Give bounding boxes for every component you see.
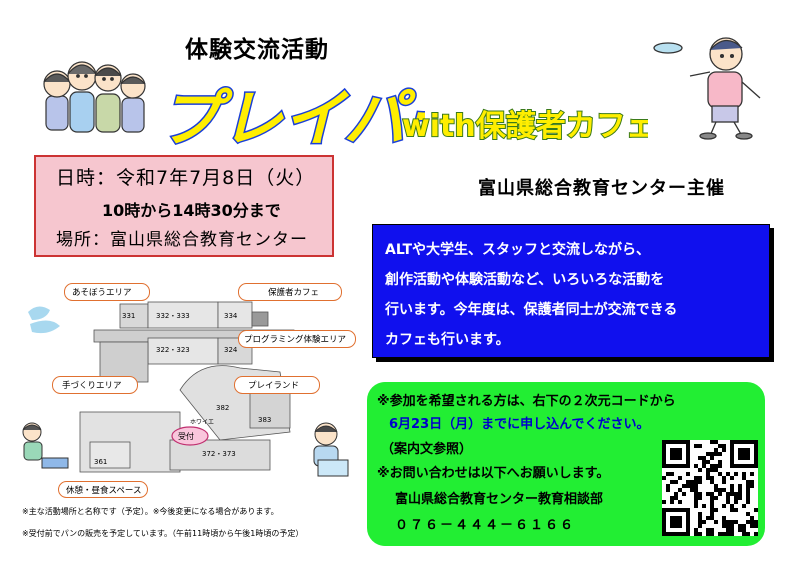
- decor-puddle: [30, 320, 60, 334]
- description-box: ALTや大学生、スタッフと交流しながら、 創作活動や体験活動など、いろいろな活動…: [372, 224, 770, 358]
- room-334: 334: [224, 312, 238, 320]
- room-332-333: 332・333: [156, 312, 190, 320]
- callout-asobou-text: あそぼうエリア: [72, 288, 132, 298]
- qr-code-icon[interactable]: [662, 440, 758, 536]
- room-382: 382: [216, 404, 229, 412]
- room-372-373: 372・373: [202, 450, 236, 458]
- callout-handmade-area: 手づくりエリア: [52, 376, 138, 396]
- application-reference: （案内文参照）: [381, 442, 473, 457]
- room-383: 383: [258, 416, 271, 424]
- callout-programming-text: プログラミング体験エリア: [244, 335, 347, 345]
- description-line: ALTや大学生、スタッフと交流しながら、: [385, 242, 650, 258]
- event-title-text: プレイパーク: [159, 82, 425, 155]
- description-line: カフェも行います。: [385, 332, 510, 348]
- event-title: プレイパーク: [158, 81, 426, 157]
- decor-puddle: [28, 306, 50, 320]
- callout-rest-space: 休憩・昼食スペース: [58, 481, 148, 499]
- footnote-bread: ※受付前でパンの販売を予定しています。（午前11時頃から午後1時頃の予定）: [22, 529, 304, 538]
- contact-department: 富山県総合教育センター教育相談部: [395, 492, 604, 507]
- event-info-box: 日時：令和7年7月8日（火） 10時から14時30分まで 場所：富山県総合教育セ…: [34, 155, 334, 257]
- room-324: 324: [224, 346, 238, 354]
- callout-asobou-area: あそぼうエリア: [64, 283, 150, 303]
- reception-marker: [171, 426, 209, 446]
- inquiry-note: ※お問い合わせは以下へお願いします。: [377, 466, 610, 481]
- callout-cafe-text: 保護者カフェ: [268, 288, 320, 298]
- room-322-323: 322・323: [156, 346, 190, 354]
- callout-parent-cafe: 保護者カフェ: [238, 283, 342, 303]
- event-title-with: with保護者カフェ: [401, 108, 648, 145]
- event-subtitle: 体験交流活動: [185, 37, 329, 63]
- event-date: 日時：令和7年7月8日（火）: [56, 167, 316, 189]
- reception-label: 受付: [178, 431, 194, 441]
- application-instruction: ※参加を希望される方は、右下の２次元コードから: [377, 394, 676, 409]
- callout-handmade-text: 手づくりエリア: [62, 381, 122, 391]
- event-place: 場所：富山県総合教育センター: [56, 230, 308, 250]
- application-deadline: 6月23日（月）までに申し込んでください。: [389, 417, 650, 432]
- event-time: 10時から14時30分まで: [102, 201, 281, 220]
- footnote-areas: ※主な活動場所と名称です（予定）。※今後変更になる場合があります。: [22, 507, 279, 516]
- contact-phone: ０７６－４４４－６１６６: [395, 518, 576, 533]
- room-361: 361: [94, 458, 107, 466]
- callout-playland-text: プレイランド: [248, 381, 300, 391]
- girl-crafting-illustration: [22, 422, 69, 469]
- callout-playland: プレイランド: [234, 376, 320, 396]
- callout-rest-text: 休憩・昼食スペース: [66, 486, 142, 496]
- boy-frisbee-illustration: [653, 37, 761, 140]
- boy-tablet-illustration: [313, 422, 349, 477]
- children-group-illustration: [43, 61, 146, 133]
- organizer: 富山県総合教育センター主催: [478, 178, 725, 199]
- callout-programming-area: プログラミング体験エリア: [238, 330, 356, 350]
- event-title-with-text: with保護者カフェ: [402, 109, 648, 144]
- description-line: 創作活動や体験活動など、いろいろな活動を: [385, 272, 665, 288]
- room-331: 331: [122, 312, 135, 320]
- description-line: 行います。今年度は、保護者同士が交流できる: [385, 302, 678, 318]
- room-foyer: ホワイエ: [190, 419, 214, 426]
